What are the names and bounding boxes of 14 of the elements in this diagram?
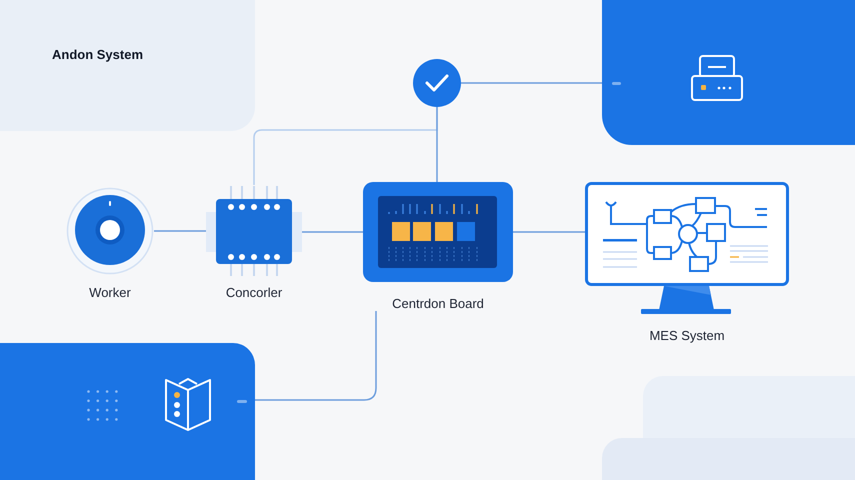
connector-line [154,230,206,232]
connector-line [513,231,585,233]
connector-line [302,231,363,233]
connector-line [255,311,377,401]
check-icon [413,59,461,107]
connector-line [436,107,438,182]
node-label: Centrdon Board [392,296,484,311]
connector-line [461,82,602,84]
diagram-title: Andon System [52,47,144,63]
info-panel [0,343,255,480]
node-label: Worker [89,285,131,300]
node-label: MES System [649,328,725,343]
info-panel [602,0,855,145]
node-label: Concorler [226,285,282,300]
